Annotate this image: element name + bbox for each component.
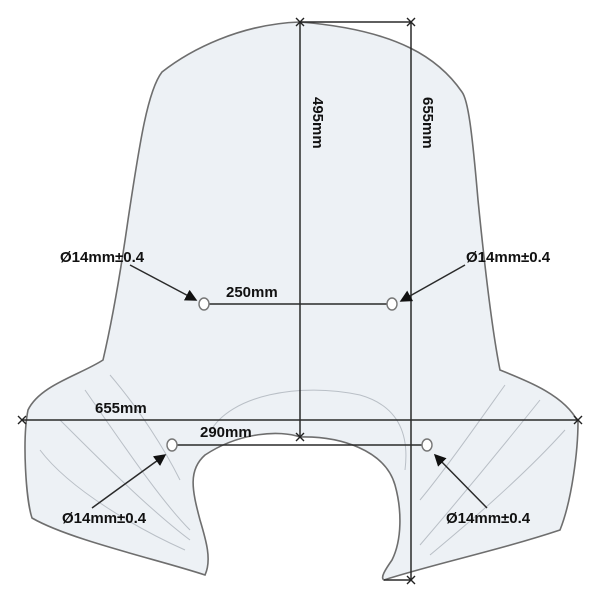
label-width-total: 655mm (95, 400, 147, 417)
label-hole-lower-left: Ø14mm±0.4 (62, 510, 147, 527)
label-hole-lower-right: Ø14mm±0.4 (446, 510, 531, 527)
label-hole-upper-left: Ø14mm±0.4 (60, 249, 145, 266)
leader-arrow-lower-right (433, 453, 488, 509)
label-hole-upper-right: Ø14mm±0.4 (466, 249, 551, 266)
label-height-total: 655mm (419, 97, 436, 149)
hole-lower-left (166, 438, 178, 452)
surface-ribs (39, 374, 566, 556)
hole-upper-right (386, 297, 398, 311)
leader-arrow-lower-left (91, 454, 167, 509)
hole-upper-left (198, 297, 210, 311)
label-lower-hole-spacing: 290mm (200, 424, 252, 441)
hole-lower-right (421, 438, 433, 452)
dimension-endpoints (17, 17, 583, 585)
label-upper-hole-spacing: 250mm (226, 284, 278, 301)
leader-arrow-upper-right (399, 264, 466, 302)
leader-arrow-upper-left (129, 264, 198, 301)
label-height-center: 495mm (309, 97, 326, 149)
